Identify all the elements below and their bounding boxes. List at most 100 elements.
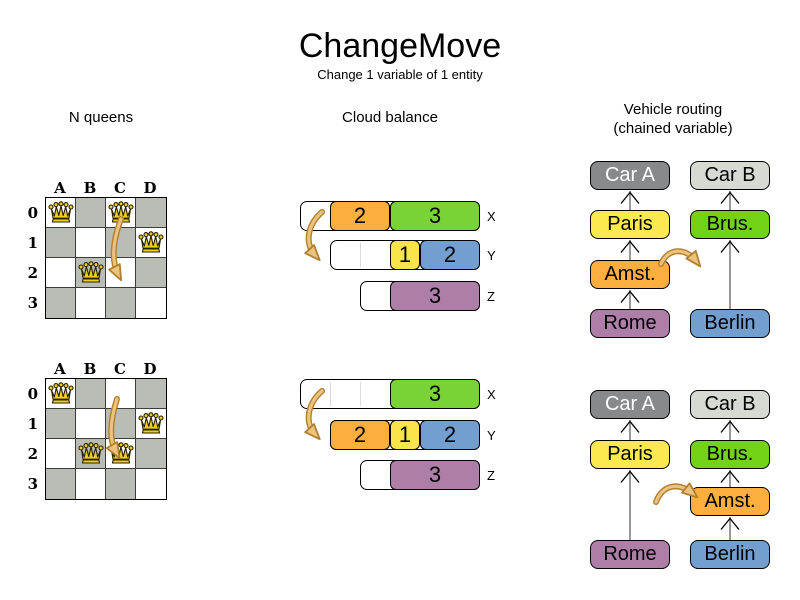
- chain-arrowhead: [720, 420, 740, 433]
- chess-row-label: 2: [27, 264, 38, 282]
- vehicle-node-car-b-after: Car B: [690, 390, 770, 419]
- column-header-vehicle: Vehicle routing (chained variable): [573, 100, 773, 138]
- vehicle-node-paris-after: Paris: [590, 440, 670, 469]
- cloud-process-block: 1: [390, 240, 420, 270]
- queen-icon: [107, 201, 134, 223]
- vehicle-node-rome-after: Rome: [590, 540, 670, 569]
- cloud-process-block: 2: [420, 420, 480, 450]
- vehicle-node-car-a-before: Car A: [590, 161, 670, 190]
- queen-icon: [138, 412, 164, 434]
- chess-cell: [136, 409, 166, 439]
- chess-col-label: C: [114, 360, 126, 378]
- vehicle-node-paris-before: Paris: [590, 210, 670, 239]
- chess-cell: [106, 379, 136, 409]
- chess-cell: [76, 258, 106, 288]
- cloud-process-block: 2: [330, 201, 390, 231]
- chess-cell: [46, 288, 76, 318]
- chess-cell: [106, 288, 136, 318]
- chess-cell: [46, 409, 76, 439]
- cloud-process-block: 3: [390, 281, 480, 311]
- capacity-divider: [330, 382, 331, 406]
- chess-cell: [136, 228, 166, 258]
- chess-cell: [136, 288, 166, 318]
- chess-row-label: 1: [27, 415, 38, 433]
- vehicle-node-amst-before: Amst.: [590, 260, 670, 289]
- chess-row-label: 2: [27, 445, 38, 463]
- chess-row-label: 3: [27, 294, 38, 312]
- chain-arrowhead: [620, 420, 640, 433]
- chain-arrowhead: [620, 240, 640, 253]
- chess-cell: [46, 198, 76, 228]
- page-title: ChangeMove: [298, 27, 502, 65]
- chess-cell: [76, 379, 106, 409]
- queen-icon: [77, 261, 104, 283]
- vehicle-node-rome-before: Rome: [590, 309, 670, 338]
- cloud-process-block: 2: [420, 240, 480, 270]
- page-subtitle: Change 1 variable of 1 entity: [317, 67, 483, 82]
- cloud-row-label: X: [487, 209, 496, 224]
- vehicle-node-amst-after: Amst.: [690, 487, 770, 516]
- chess-cell: [106, 198, 136, 228]
- chess-col-label: B: [83, 179, 97, 197]
- chain-arrowhead: [720, 517, 740, 530]
- chess-cell: [46, 228, 76, 258]
- chain-arrowhead: [720, 191, 740, 204]
- chess-cell: [46, 439, 76, 469]
- vehicle-node-berlin-before: Berlin: [690, 309, 770, 338]
- chess-cell: [76, 469, 106, 499]
- chess-cell: [136, 258, 166, 288]
- chain-arrowhead: [620, 191, 640, 204]
- chain-arrowhead: [620, 470, 640, 483]
- vehicle-node-car-b-before: Car B: [690, 161, 770, 190]
- chess-cell: [76, 409, 106, 439]
- chess-cell: [106, 258, 136, 288]
- queen-icon: [47, 382, 74, 404]
- chess-cell: [136, 439, 166, 469]
- column-header-cloud: Cloud balance: [342, 109, 438, 126]
- vehicle-node-berlin-after: Berlin: [690, 540, 770, 569]
- cloud-row-label: Z: [487, 289, 495, 304]
- chess-cell: [46, 469, 76, 499]
- chessboard-after: [45, 378, 167, 500]
- chess-cell: [136, 198, 166, 228]
- capacity-divider: [360, 243, 361, 267]
- chain-arrowhead: [720, 470, 740, 483]
- chess-cell: [46, 379, 76, 409]
- vehicle-after-move: [654, 482, 699, 504]
- chess-cell: [136, 469, 166, 499]
- vehicle-node-brus-before: Brus.: [690, 210, 770, 239]
- chess-col-label: A: [54, 179, 66, 197]
- chess-cell: [46, 258, 76, 288]
- chess-cell: [106, 409, 136, 439]
- chess-col-label: B: [83, 360, 97, 378]
- vehicle-header-line1: Vehicle routing: [623, 101, 723, 118]
- cloud-row-label: Z: [487, 468, 495, 483]
- chess-cell: [106, 228, 136, 258]
- cloud-row-label: X: [487, 387, 496, 402]
- chess-cell: [76, 439, 106, 469]
- chess-row-label: 1: [27, 234, 38, 252]
- queen-icon: [77, 442, 104, 464]
- chess-col-label: A: [54, 360, 66, 378]
- cloud-process-block: 3: [390, 460, 480, 490]
- chess-col-label: D: [143, 360, 157, 378]
- cloud-row-label: Y: [487, 248, 496, 263]
- chess-cell: [76, 288, 106, 318]
- chess-row-label: 0: [27, 385, 38, 403]
- vehicle-node-car-a-after: Car A: [590, 390, 670, 419]
- chess-cell: [76, 198, 106, 228]
- chess-col-label: D: [143, 179, 157, 197]
- chess-row-label: 3: [27, 475, 38, 493]
- chess-cell: [136, 379, 166, 409]
- cloud-row-label: Y: [487, 428, 496, 443]
- capacity-divider: [360, 382, 361, 406]
- cloud-process-block: 2: [330, 420, 390, 450]
- queen-icon: [107, 442, 134, 464]
- chain-arrowhead: [620, 290, 640, 303]
- vehicle-after-move-outline: [653, 483, 695, 505]
- chain-arrowhead: [720, 240, 740, 253]
- chessboard-before: [45, 197, 167, 319]
- chess-col-label: C: [114, 179, 126, 197]
- vehicle-node-brus-after: Brus.: [690, 440, 770, 469]
